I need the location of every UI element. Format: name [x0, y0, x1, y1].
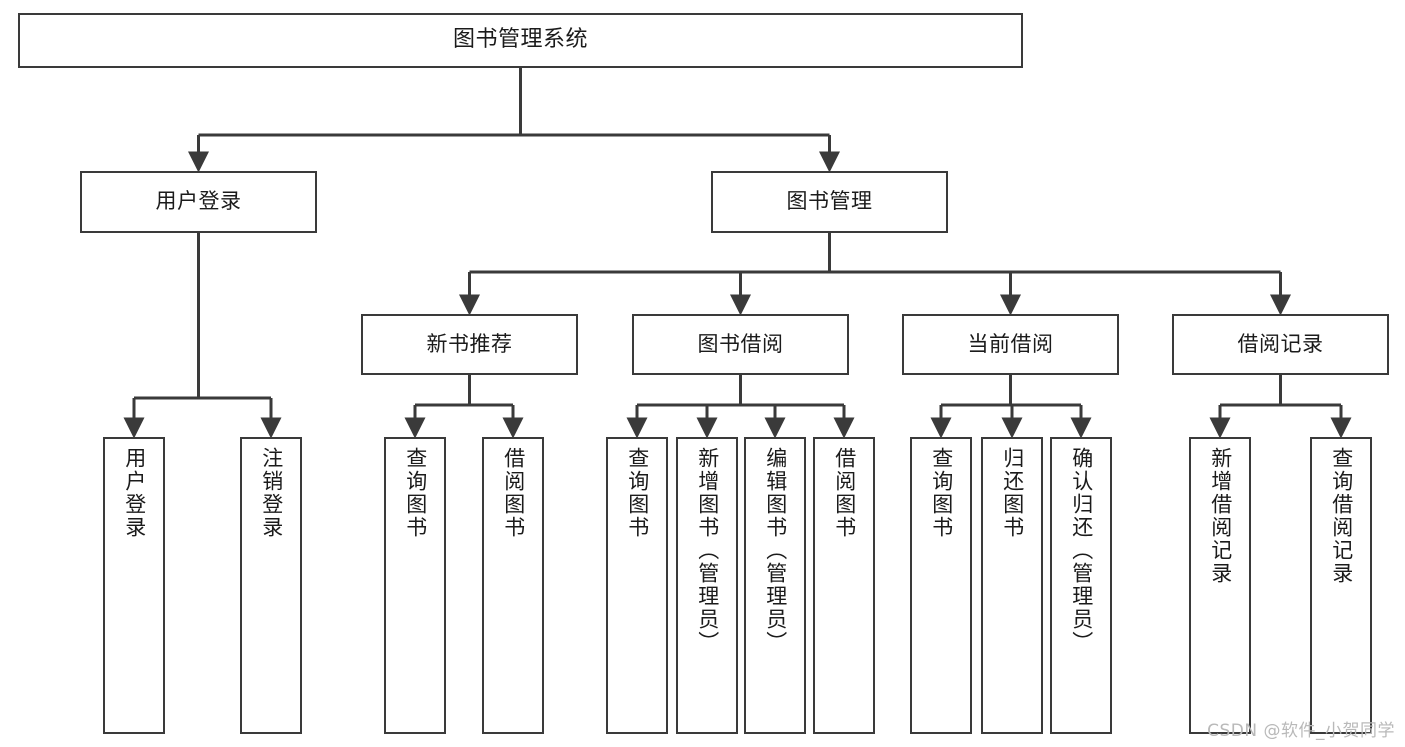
node-label: 查询图书 — [403, 447, 428, 539]
leaf-node-8[interactable]: 查询图书 — [910, 437, 972, 734]
leaf-node-9[interactable]: 归还图书 — [981, 437, 1043, 734]
leaf-node-6[interactable]: 编辑图书（管理员） — [744, 437, 806, 734]
node-label: 查询图书 — [929, 447, 954, 539]
node-label: 新增借阅记录 — [1208, 447, 1233, 585]
node-label: 当前借阅 — [967, 331, 1054, 356]
leaf-node-12[interactable]: 查询借阅记录 — [1310, 437, 1372, 734]
node-label: 图书借阅 — [697, 331, 784, 356]
leaf-node-1[interactable]: 注销登录 — [240, 437, 302, 734]
node-label: 归还图书 — [1000, 447, 1025, 539]
node-label: 图书管理系统 — [452, 27, 588, 53]
node-label: 用户登录 — [122, 447, 147, 539]
leaf-node-10[interactable]: 确认归还（管理员） — [1050, 437, 1112, 734]
level2-node-3[interactable]: 借阅记录 — [1172, 314, 1389, 375]
node-label: 注销登录 — [259, 447, 284, 539]
leaf-node-11[interactable]: 新增借阅记录 — [1189, 437, 1251, 734]
leaf-node-5[interactable]: 新增图书（管理员） — [676, 437, 738, 734]
node-label: 借阅图书 — [832, 447, 857, 539]
node-label: 新增图书（管理员） — [695, 447, 720, 654]
node-label: 确认归还（管理员） — [1069, 447, 1094, 654]
node-label: 编辑图书（管理员） — [763, 447, 788, 654]
level2-node-1[interactable]: 图书借阅 — [632, 314, 849, 375]
node-label: 借阅记录 — [1237, 331, 1324, 356]
leaf-node-7[interactable]: 借阅图书 — [813, 437, 875, 734]
leaf-node-0[interactable]: 用户登录 — [103, 437, 165, 734]
level1-node-1[interactable]: 图书管理 — [711, 171, 948, 233]
node-label: 图书管理 — [786, 189, 873, 214]
level2-node-0[interactable]: 新书推荐 — [361, 314, 578, 375]
node-label: 借阅图书 — [501, 447, 526, 539]
level1-node-0[interactable]: 用户登录 — [80, 171, 317, 233]
leaf-node-3[interactable]: 借阅图书 — [482, 437, 544, 734]
leaf-node-4[interactable]: 查询图书 — [606, 437, 668, 734]
node-label: 用户登录 — [155, 189, 242, 214]
node-label: 新书推荐 — [426, 331, 513, 356]
root-node-0[interactable]: 图书管理系统 — [18, 13, 1023, 68]
level2-node-2[interactable]: 当前借阅 — [902, 314, 1119, 375]
leaf-node-2[interactable]: 查询图书 — [384, 437, 446, 734]
node-label: 查询借阅记录 — [1329, 447, 1354, 585]
node-label: 查询图书 — [625, 447, 650, 539]
